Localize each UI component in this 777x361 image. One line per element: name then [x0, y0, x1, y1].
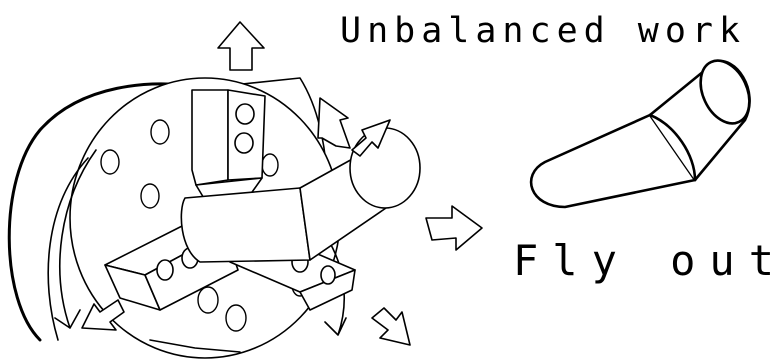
flying-workpiece: [531, 53, 759, 207]
lower-right-arrow: [372, 308, 410, 345]
jaw-top: [192, 90, 265, 200]
right-arrow: [426, 206, 482, 250]
up-arrow: [218, 22, 264, 70]
unbalanced-work-label: Unbalanced work: [340, 14, 746, 49]
fly-out-label: Fly out: [513, 240, 777, 282]
